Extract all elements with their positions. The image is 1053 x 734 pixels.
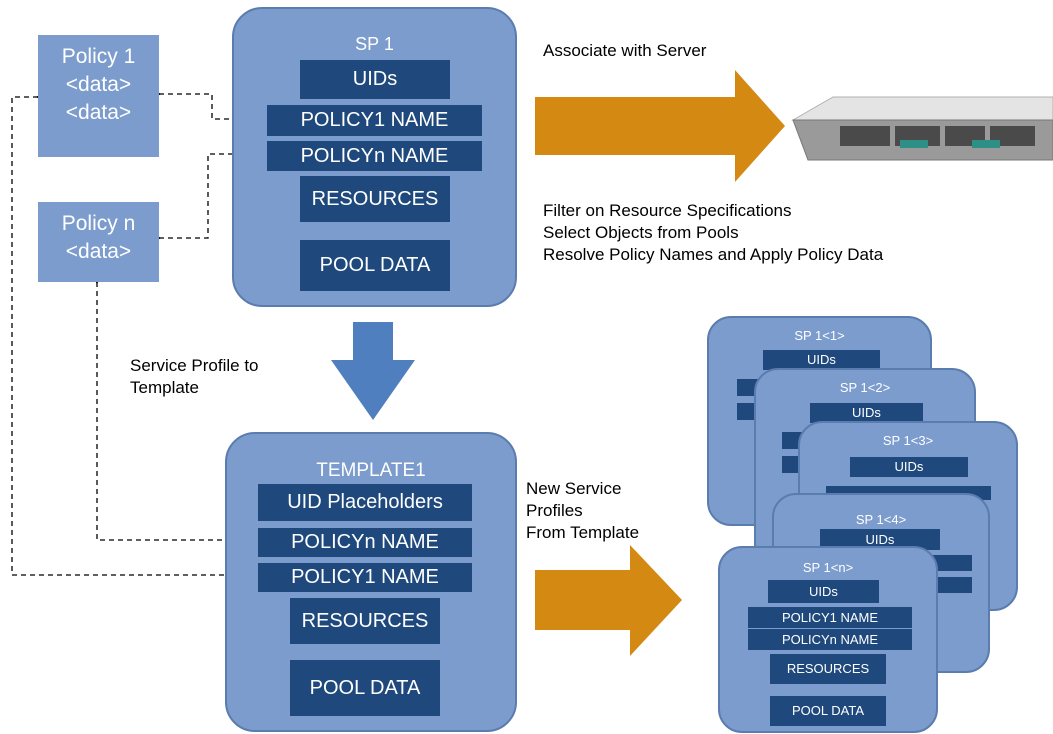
policy-1-name: Policy 1 [61, 45, 136, 68]
sp-1-n-title: SP 1<n> [802, 560, 854, 575]
server-image [791, 96, 1053, 161]
sp-1-2-uids: UIDs [810, 403, 923, 423]
template-resources: RESOURCES [290, 598, 440, 644]
sp1-policy1-name: POLICY1 NAME [267, 105, 482, 136]
filter-line-3: Resolve Policy Names and Apply Policy Da… [543, 245, 884, 264]
policy-n-box: Policy n <data> [38, 202, 159, 282]
sp-1-1-title: SP 1<1> [794, 328, 845, 343]
sp-1-3-uids: UIDs [850, 457, 968, 477]
new-profiles-caption: New Service Profiles From Template [526, 478, 639, 544]
to-template-caption: Service Profile to Template [130, 355, 259, 399]
template-pool-data: POOL DATA [290, 660, 440, 716]
associate-caption: Associate with Server [543, 41, 707, 60]
sp1-resources: RESOURCES [300, 176, 450, 222]
sp-1-n-uids: UIDs [768, 580, 879, 603]
sp1-pool-data: POOL DATA [300, 240, 450, 291]
filter-caption: Filter on Resource Specifications Select… [543, 200, 883, 266]
sp-1-2-title: SP 1<2> [839, 380, 891, 395]
to-template-arrow [331, 322, 415, 420]
associate-arrow [535, 70, 785, 182]
link-template-policy1 [11, 97, 257, 575]
sp-1-4-uids: UIDs [820, 529, 940, 550]
sp-1-n-policyn-name: POLICYn NAME [748, 629, 912, 650]
policy-1-data-1: <data> [65, 73, 132, 96]
sp1-uids: UIDs [300, 60, 450, 99]
sp1-box: SP 1 UIDs POLICY1 NAME POLICYn NAME RESO… [232, 7, 517, 307]
sp-1-1-uids: UIDs [763, 350, 880, 370]
new-profiles-line-2: Profiles [526, 501, 583, 520]
new-profiles-line-3: From Template [526, 523, 640, 542]
template-title: TEMPLATE1 [316, 460, 426, 481]
sp-1-n-card: SP 1<n> UIDs POLICY1 NAME POLICYn NAME R… [718, 546, 938, 733]
template-policy1-name: POLICY1 NAME [258, 563, 472, 592]
new-profiles-line-1: New Service [526, 479, 622, 498]
to-template-line-1: Service Profile to [130, 356, 259, 375]
filter-line-1: Filter on Resource Specifications [543, 201, 792, 220]
new-profiles-arrow [535, 545, 682, 656]
policy-n-name: Policy n [61, 212, 136, 235]
template-uid-placeholders: UID Placeholders [258, 484, 472, 521]
sp-1-3-title: SP 1<3> [882, 433, 934, 448]
sp-1-4-title: SP 1<4> [855, 512, 907, 527]
template-policyn-name: POLICYn NAME [258, 528, 472, 557]
policy-n-data: <data> [65, 240, 132, 263]
sp1-policyn-name: POLICYn NAME [267, 141, 482, 171]
filter-line-2: Select Objects from Pools [543, 223, 739, 242]
policy-1-box: Policy 1 <data> <data> [38, 35, 159, 157]
policy-1-data-2: <data> [65, 101, 132, 124]
sp-1-n-pool-data: POOL DATA [770, 696, 886, 726]
template-box: TEMPLATE1 UID Placeholders POLICYn NAME … [225, 432, 517, 732]
sp1-title: SP 1 [355, 34, 394, 54]
sp-1-n-policy1-name: POLICY1 NAME [748, 607, 912, 628]
to-template-line-2: Template [130, 378, 199, 397]
sp-1-n-resources: RESOURCES [770, 654, 886, 684]
